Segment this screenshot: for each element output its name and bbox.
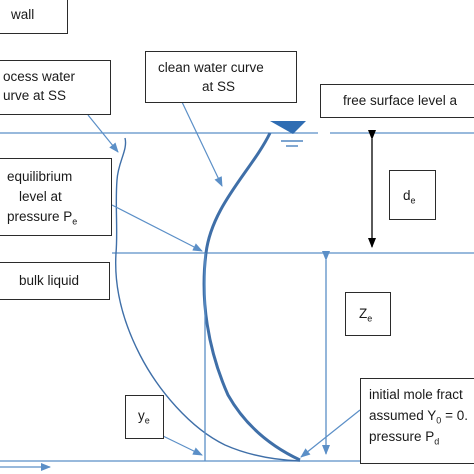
de-label-box: de [389,170,436,220]
initial-pointer [300,409,361,458]
process-water-line-2: urve at SS [3,88,67,103]
wall-label: wall [11,7,35,22]
equilibrium-pointer [111,204,203,252]
ye-label-box: ye [125,395,164,439]
free-surface-label: free surface level a [343,93,458,108]
surface-marker-icon [270,121,306,134]
process-water-curve [115,137,301,462]
clean-water-box: clean water curve at SS [145,51,297,103]
clean-water-line-2: at SS [202,79,236,94]
ze-label-box: Ze [345,292,391,336]
ye-label: ye [138,408,150,426]
bulk-liquid-box: bulk liquid [0,262,110,300]
clean-pointer [181,101,223,187]
de-label: de [403,188,416,206]
equilibrium-line-2: level at [19,189,62,204]
process-pointer [87,114,119,153]
wall-label-box: wall [0,0,68,34]
initial-line-3: pressure Pd [369,429,440,447]
ze-label: Ze [359,306,373,324]
process-water-box: ocess water urve at SS [0,60,111,115]
initial-line-1: initial mole fract [369,387,463,402]
clean-water-line-1: clean water curve [158,60,264,75]
clean-water-curve [202,132,301,462]
equilibrium-line-1: equilibrium [7,169,73,184]
y-pointer [162,435,203,456]
equilibrium-box: equilibrium level at pressure Pe [0,158,112,236]
initial-mole-fraction-box: initial mole fract assumed Y0 = 0. press… [360,378,474,464]
process-water-line-1: ocess water [3,69,76,84]
initial-line-2: assumed Y0 = 0. [369,408,468,426]
bulk-liquid-label: bulk liquid [19,273,80,288]
free-surface-box: free surface level a [320,84,474,118]
equilibrium-line-3: pressure Pe [7,209,78,227]
